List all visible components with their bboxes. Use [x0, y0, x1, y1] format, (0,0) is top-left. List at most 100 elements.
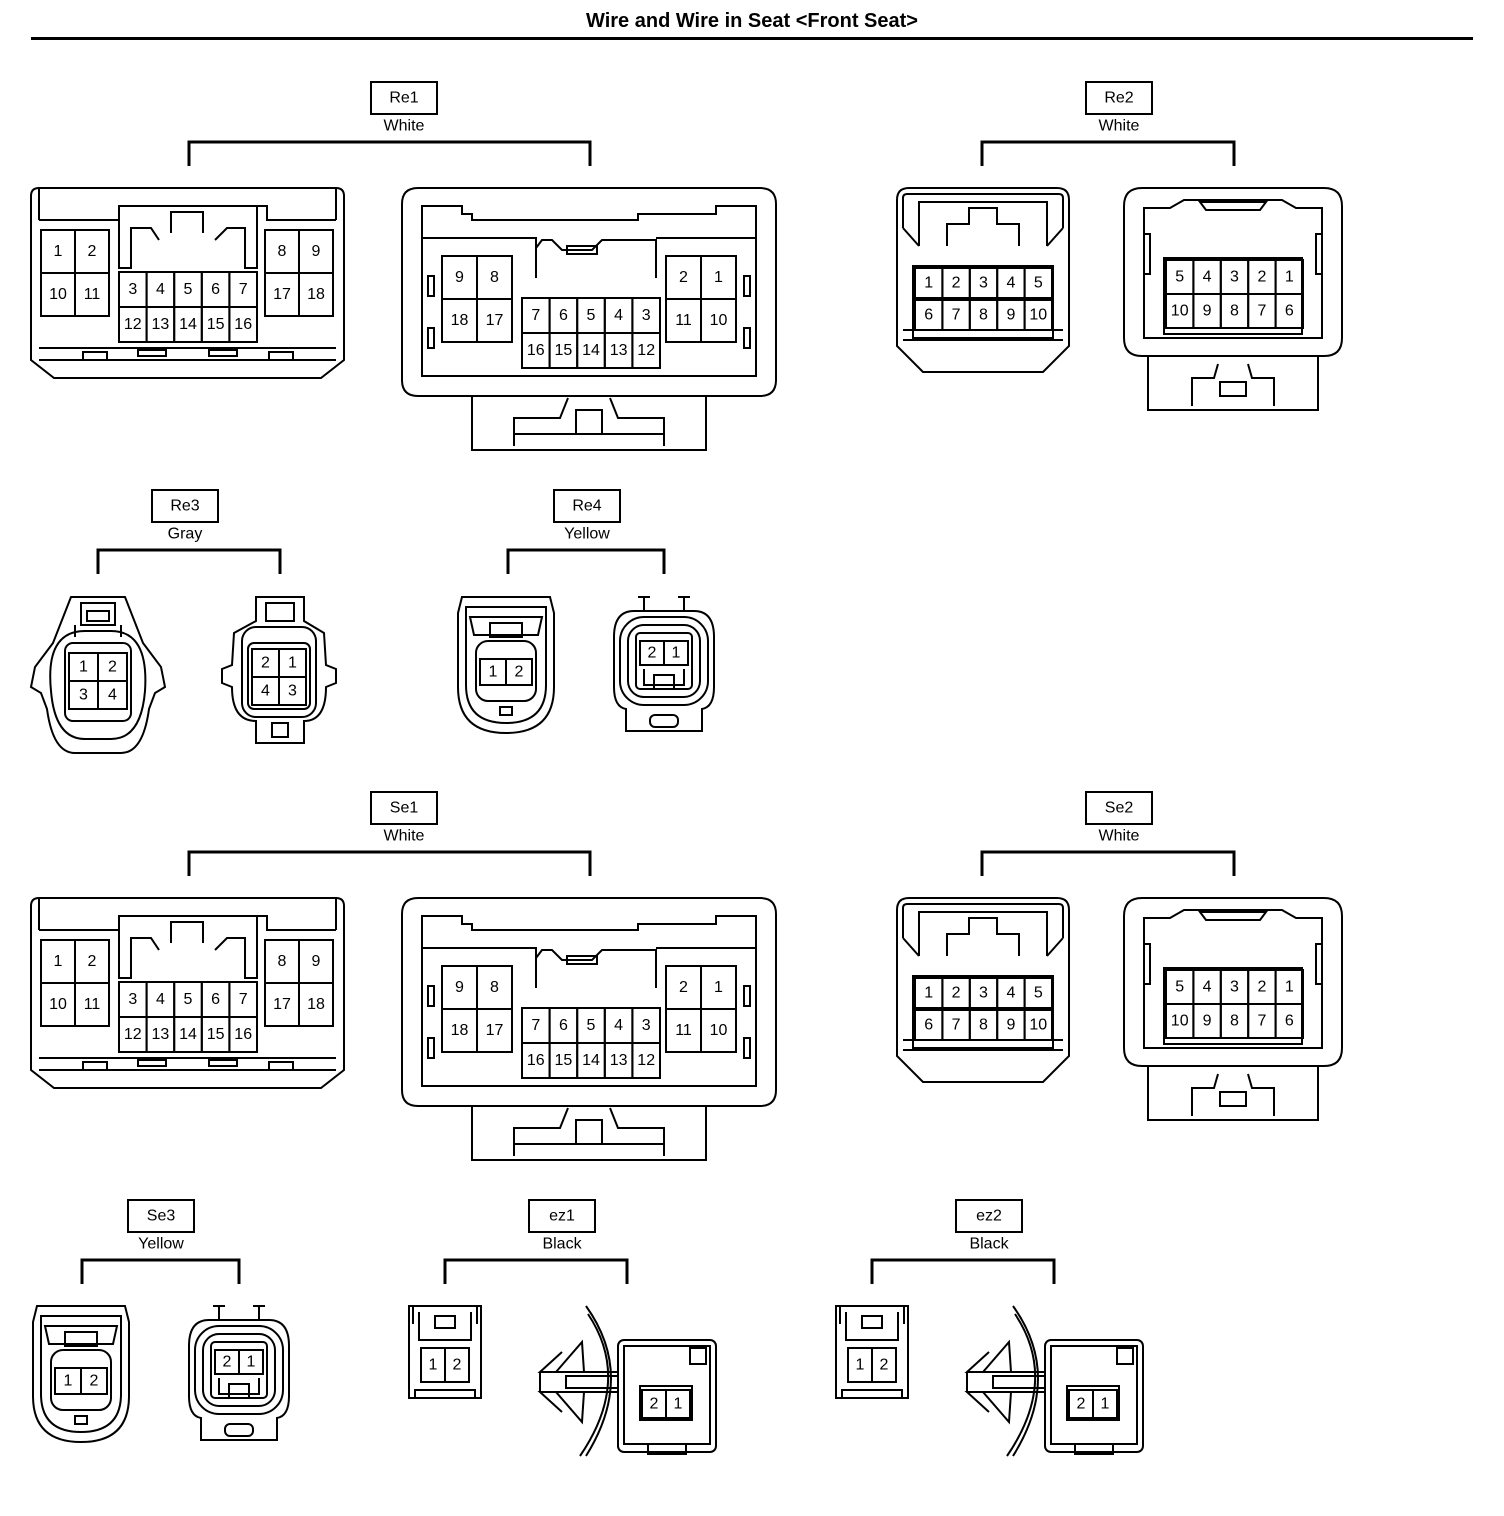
pin-number: 4 — [156, 281, 165, 298]
connector-inner — [49, 630, 147, 740]
pin-number: 11 — [675, 312, 692, 329]
pin-number: 2 — [1257, 269, 1266, 286]
pin-number: 1 — [1285, 979, 1294, 996]
pin-number: 4 — [108, 687, 117, 704]
pin-number: 6 — [559, 307, 568, 324]
pin-number: 3 — [979, 985, 988, 1002]
pin-number: 9 — [455, 269, 464, 286]
pin-number: 10 — [1029, 1017, 1047, 1034]
lock-button — [1074, 1443, 1114, 1455]
latch-tab — [265, 602, 295, 622]
side-rib — [1315, 233, 1323, 275]
pin-number: 15 — [207, 316, 225, 333]
pin-frame — [50, 1349, 112, 1411]
pin-number: 4 — [156, 991, 165, 1008]
connector-code-box — [127, 1199, 195, 1233]
pin-cell — [1023, 977, 1053, 1009]
pin-number: 5 — [587, 307, 596, 324]
pin-number: 2 — [88, 953, 97, 970]
pin-cell — [228, 306, 258, 343]
connector-code-box — [1085, 791, 1153, 825]
pin-number: 16 — [234, 316, 252, 333]
pin-number: 13 — [610, 1052, 628, 1069]
latch-tab — [64, 1331, 98, 1347]
pin-number: 8 — [278, 243, 287, 260]
bracket — [980, 850, 1236, 876]
pin-number: 2 — [952, 985, 961, 1002]
key-slot — [74, 1415, 88, 1425]
pin-number: 18 — [451, 312, 469, 329]
key-slot — [224, 1423, 254, 1437]
housing-notch — [208, 349, 238, 357]
side-rib — [743, 327, 751, 349]
pin-cell — [298, 982, 334, 1027]
pin-number: 10 — [710, 312, 728, 329]
clip-arc-inner — [1006, 1313, 1037, 1457]
connector-housing — [401, 897, 777, 1107]
pin-number: 5 — [1034, 985, 1043, 1002]
pin-number: 1 — [714, 979, 723, 996]
connector-housing — [1123, 897, 1343, 1067]
pin-number: 15 — [207, 1026, 225, 1043]
connector-color: White — [384, 828, 425, 845]
pin-cell — [444, 1347, 470, 1383]
connector-housing — [30, 897, 345, 1089]
connector-code-box — [553, 489, 621, 523]
housing-notch — [82, 351, 108, 361]
connector-color: White — [384, 118, 425, 135]
housing-latch — [902, 903, 1064, 957]
pin-number: 3 — [79, 687, 88, 704]
connector-inner — [421, 915, 757, 1087]
pin-number: 14 — [179, 316, 197, 333]
pin-number: 1 — [924, 275, 933, 292]
pin-number: 18 — [451, 1022, 469, 1039]
connector-housing — [896, 187, 1070, 373]
latch-window — [86, 610, 110, 622]
connector-code: Se1 — [390, 800, 419, 817]
connector-housing — [1044, 1339, 1144, 1453]
connector-code: Re4 — [572, 498, 601, 515]
pin-cell — [1274, 293, 1304, 329]
connector-housing — [896, 897, 1070, 1083]
pin-number: 1 — [489, 664, 498, 681]
corner-tab — [689, 1347, 707, 1365]
connector-housing — [617, 1339, 717, 1453]
pin-number: 4 — [1203, 979, 1212, 996]
connector-housing — [29, 596, 167, 754]
corner-tab — [1116, 1347, 1134, 1365]
connector-housing — [30, 187, 345, 379]
housing-notch — [82, 1061, 108, 1071]
pin-cell — [476, 298, 513, 343]
side-rib — [1315, 943, 1323, 985]
pin-number: 5 — [184, 991, 193, 1008]
pin-number: 3 — [642, 1017, 651, 1034]
pin-number: 10 — [1171, 1013, 1189, 1030]
pin-number: 2 — [223, 1354, 232, 1371]
center-lock — [118, 206, 258, 269]
connector-code: Se3 — [147, 1208, 176, 1225]
pin-cell — [1092, 1389, 1118, 1419]
pin-number: 10 — [710, 1022, 728, 1039]
lock-button — [271, 722, 289, 738]
connector-housing — [457, 596, 555, 735]
pin-number: 9 — [455, 979, 464, 996]
connector-housing — [32, 1305, 130, 1444]
pin-cell — [631, 332, 662, 369]
bracket — [80, 1258, 241, 1284]
pin-number: 2 — [453, 1357, 462, 1374]
side-rib — [427, 275, 435, 297]
pin-number: 2 — [261, 655, 270, 672]
lock-button — [1219, 381, 1247, 397]
pin-cell — [1023, 1009, 1053, 1041]
pin-number: 15 — [555, 1052, 573, 1069]
housing-notch — [208, 1059, 238, 1067]
latch-tab — [1198, 911, 1268, 921]
pin-number: 3 — [979, 275, 988, 292]
connector-housing — [613, 610, 715, 732]
pin-number: 14 — [582, 1052, 600, 1069]
